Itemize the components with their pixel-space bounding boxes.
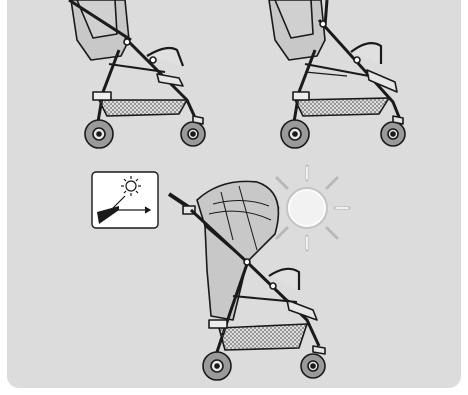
stroller-top-left: [69, 0, 205, 148]
stroller-top-right: [269, 0, 405, 148]
instruction-panel: [7, 0, 461, 388]
stroller-illustration: [7, 0, 461, 388]
sun-protection-pictogram: [92, 172, 158, 228]
